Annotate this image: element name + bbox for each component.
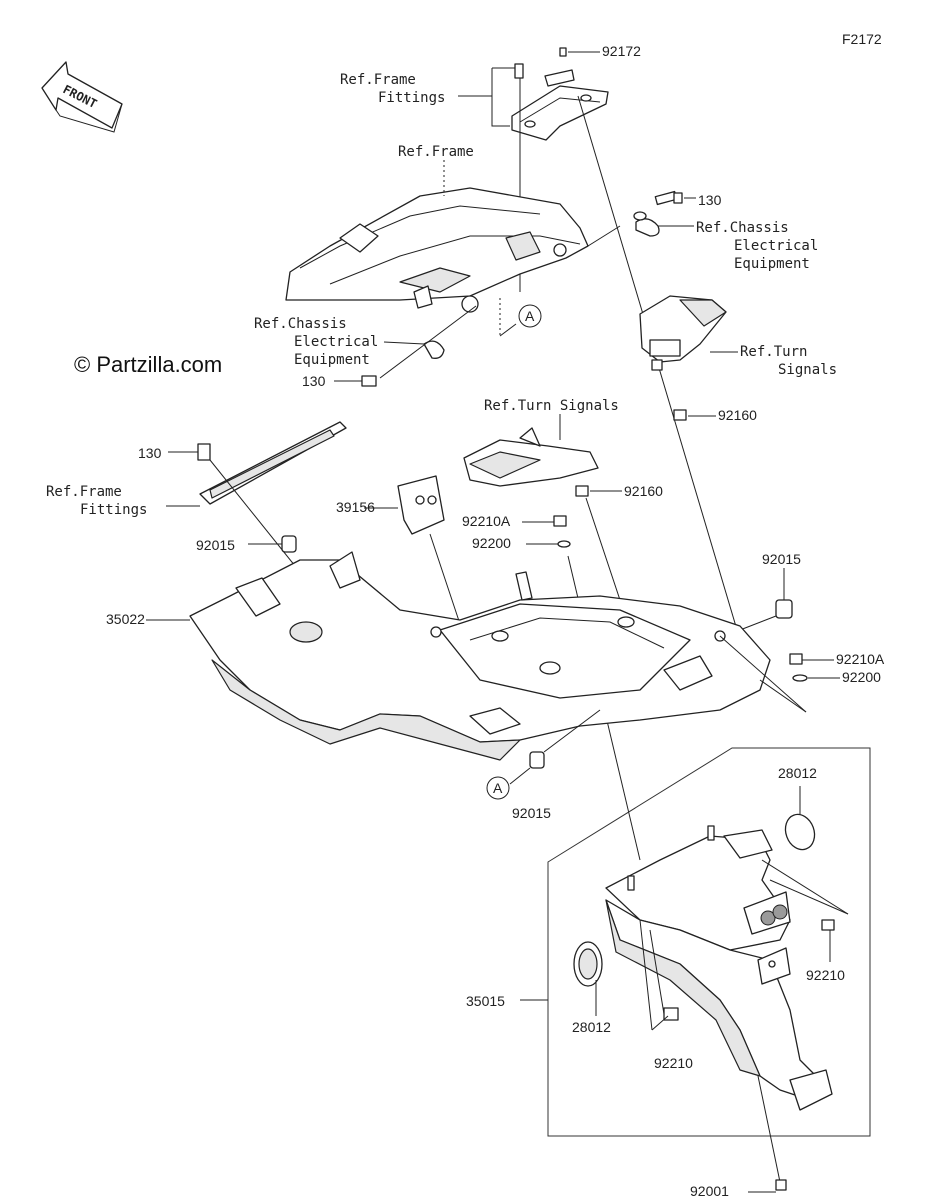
nut-92160-upper: [673, 409, 687, 421]
part-92210a-right: 92210A: [836, 651, 885, 667]
bolt-130-right: [654, 190, 683, 206]
ref-frame-label: Ref.Frame: [398, 144, 474, 160]
bolt-130-left-mid: [361, 375, 377, 387]
reflector-28012-top: [784, 813, 816, 851]
part-92160-lower: 92160: [624, 483, 663, 499]
ref-chassis-left-line3: Equipment: [294, 352, 370, 368]
callout-a-bottom: A: [486, 776, 510, 800]
clamp-right: [633, 211, 660, 237]
nut-92210a-right: [789, 653, 803, 665]
part-130-right: 130: [698, 192, 722, 208]
clamp-left: [423, 340, 445, 359]
bolt-130-left: [197, 443, 211, 461]
part-35022: 35022: [106, 611, 145, 627]
collar-92015-bottom: [529, 751, 545, 769]
turn-signal-right: [639, 295, 727, 371]
part-92015-left: 92015: [196, 537, 235, 553]
ref-chassis-right-line3: Equipment: [734, 256, 810, 272]
rear-fender-35015: [605, 825, 833, 1111]
ref-frame-fittings-left-line1: Ref.Frame: [46, 484, 122, 500]
plate-39156: [397, 475, 445, 535]
washer-92200-left: [557, 540, 571, 548]
screw-92001: [775, 1179, 787, 1191]
reflector-28012-left: [573, 941, 603, 987]
assembly-box-35015: [547, 747, 871, 1137]
part-92200-left: 92200: [472, 535, 511, 551]
ref-chassis-right-line1: Ref.Chassis: [696, 220, 789, 236]
part-130-left: 130: [138, 445, 162, 461]
nut-92210-right: [821, 919, 835, 931]
frame-fittings-bracket: [511, 47, 609, 141]
part-92015-right: 92015: [762, 551, 801, 567]
svg-text:A: A: [493, 780, 503, 796]
collar-92015-left: [281, 535, 297, 553]
nut-92160-lower: [575, 485, 589, 497]
part-92160-upper: 92160: [718, 407, 757, 423]
ref-chassis-right-line2: Electrical: [734, 238, 818, 254]
part-92210-right: 92210: [806, 967, 845, 983]
washer-92200-right: [792, 674, 808, 682]
part-92001: 92001: [690, 1183, 729, 1199]
undertray-35022: [189, 551, 771, 761]
svg-text:A: A: [525, 308, 535, 324]
ref-frame-fittings-left-line2: Fittings: [80, 502, 147, 518]
callout-a-top: A: [518, 304, 542, 328]
frame-fittings-bar-left: [199, 421, 347, 505]
ref-frame-fittings-top-line1: Ref.Frame: [340, 72, 416, 88]
part-92015-bottom: 92015: [512, 805, 551, 821]
ref-turn-signals-right-line1: Ref.Turn: [740, 344, 807, 360]
part-92172: 92172: [602, 43, 641, 59]
front-arrow-icon: FRONT: [41, 61, 123, 133]
part-39156: 39156: [336, 499, 375, 515]
watermark-text: © Partzilla.com: [74, 352, 222, 377]
part-92210a-left: 92210A: [462, 513, 511, 529]
ref-chassis-left-line2: Electrical: [294, 334, 378, 350]
part-35015: 35015: [466, 993, 505, 1009]
part-28012-left: 28012: [572, 1019, 611, 1035]
diagram-code: F2172: [842, 31, 882, 47]
ref-chassis-left-line1: Ref.Chassis: [254, 316, 347, 332]
part-92200-right: 92200: [842, 669, 881, 685]
part-92210-bottom: 92210: [654, 1055, 693, 1071]
part-28012-top: 28012: [778, 765, 817, 781]
ref-turn-signals-center: Ref.Turn Signals: [484, 398, 619, 414]
collar-92015-right: [775, 599, 793, 619]
nut-92210a-left: [553, 515, 567, 527]
ref-turn-signals-right-line2: Signals: [778, 362, 837, 378]
part-130-left-mid: 130: [302, 373, 326, 389]
rear-frame: [285, 187, 589, 313]
turn-signal-center: [463, 427, 599, 487]
ref-frame-fittings-top-line2: Fittings: [378, 90, 445, 106]
